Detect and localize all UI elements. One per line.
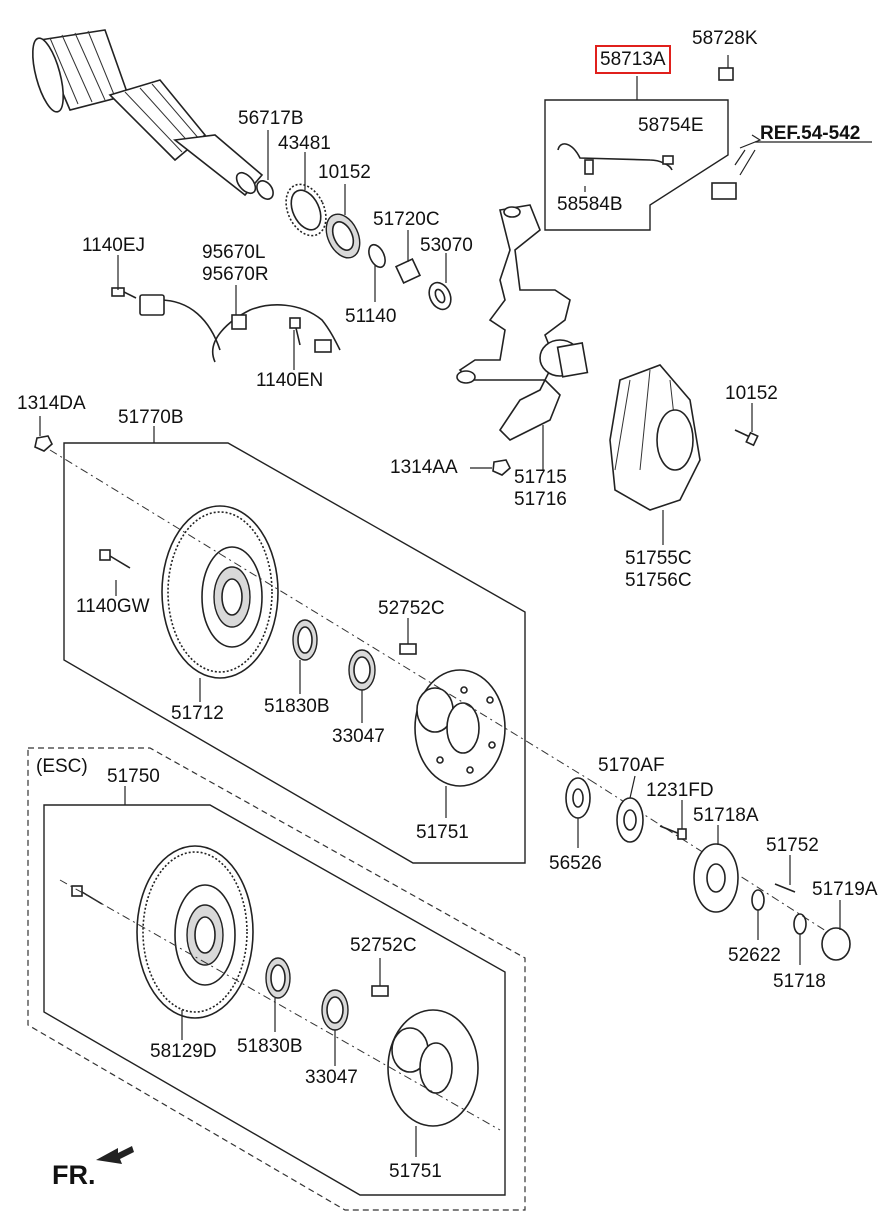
label-51756c[interactable]: 51756C bbox=[625, 570, 692, 591]
brake-disc-51712 bbox=[161, 505, 279, 679]
label-51712[interactable]: 51712 bbox=[171, 703, 224, 724]
label-43481[interactable]: 43481 bbox=[278, 133, 331, 154]
bolt-51752 bbox=[774, 883, 796, 893]
label-51755c[interactable]: 51755C bbox=[625, 548, 692, 569]
cap-51719a bbox=[821, 927, 851, 961]
label-51715[interactable]: 51715 bbox=[514, 467, 567, 488]
nut-1314aa bbox=[492, 459, 511, 476]
flange-5170af bbox=[616, 797, 644, 843]
label-51751-top[interactable]: 51751 bbox=[416, 822, 469, 843]
bolt-1140gw bbox=[99, 549, 131, 569]
ring-51718 bbox=[793, 913, 807, 935]
label-51770b[interactable]: 51770B bbox=[118, 407, 184, 428]
label-51751-bottom[interactable]: 51751 bbox=[389, 1161, 442, 1182]
label-52752c-top[interactable]: 52752C bbox=[378, 598, 445, 619]
ring-52622 bbox=[751, 889, 765, 911]
label-58129d[interactable]: 58129D bbox=[150, 1041, 217, 1062]
plate-56526 bbox=[565, 777, 591, 819]
label-95670l[interactable]: 95670L bbox=[202, 242, 266, 263]
bearing-esc bbox=[321, 989, 349, 1031]
bolt-1140ej bbox=[111, 287, 137, 299]
esc-box bbox=[27, 747, 526, 1211]
label-51716[interactable]: 51716 bbox=[514, 489, 567, 510]
label-56717b[interactable]: 56717B bbox=[238, 108, 304, 129]
label-51140[interactable]: 51140 bbox=[345, 306, 397, 327]
disc-assembly-box bbox=[63, 442, 526, 864]
brake-hose-box bbox=[544, 67, 762, 231]
ring-51140 bbox=[368, 243, 386, 269]
label-53070[interactable]: 53070 bbox=[420, 235, 473, 256]
nut-1314da bbox=[34, 435, 53, 452]
label-51718a[interactable]: 51718A bbox=[693, 805, 759, 826]
label-5170af[interactable]: 5170AF bbox=[598, 755, 665, 776]
snap-ring-56717b bbox=[256, 180, 274, 200]
label-51752[interactable]: 51752 bbox=[766, 835, 819, 856]
bolt-10152 bbox=[734, 429, 759, 447]
washer-53070 bbox=[428, 281, 452, 311]
tone-ring-43481 bbox=[285, 183, 327, 237]
label-1140gw[interactable]: 1140GW bbox=[76, 596, 150, 617]
label-58754e[interactable]: 58754E bbox=[638, 115, 704, 136]
wheel-speed-sensor-harness bbox=[139, 294, 341, 363]
hub-esc bbox=[387, 1009, 479, 1127]
label-1314da[interactable]: 1314DA bbox=[17, 393, 86, 414]
label-10152-right[interactable]: 10152 bbox=[725, 383, 778, 404]
bearing-33047 bbox=[348, 649, 376, 691]
label-1140en[interactable]: 1140EN bbox=[256, 370, 324, 391]
label-58728k[interactable]: 58728K bbox=[692, 28, 758, 49]
label-51719a[interactable]: 51719A bbox=[812, 879, 878, 900]
label-51830b-top[interactable]: 51830B bbox=[264, 696, 330, 717]
bushing-51720c bbox=[394, 257, 422, 285]
bolt-1140en bbox=[289, 317, 301, 346]
seal-esc bbox=[265, 957, 291, 999]
label-58584b[interactable]: 58584B bbox=[557, 194, 623, 215]
label-95670r[interactable]: 95670R bbox=[202, 264, 269, 285]
drive-shaft bbox=[31, 29, 264, 197]
steering-knuckle bbox=[456, 204, 589, 441]
stud-52752c bbox=[399, 643, 417, 655]
hub-51751 bbox=[414, 669, 506, 787]
seal-51830b bbox=[292, 619, 318, 661]
stud-esc bbox=[371, 985, 389, 997]
label-51830b-bottom[interactable]: 51830B bbox=[237, 1036, 303, 1057]
leader-lines bbox=[39, 130, 841, 1157]
label-1140ej[interactable]: 1140EJ bbox=[82, 235, 146, 256]
label-56526[interactable]: 56526 bbox=[549, 853, 602, 874]
bearing-10152 bbox=[325, 213, 361, 259]
label-33047-top[interactable]: 33047 bbox=[332, 726, 385, 747]
front-direction-label: FR. bbox=[52, 1160, 96, 1190]
label-52622[interactable]: 52622 bbox=[728, 945, 781, 966]
label-10152-top[interactable]: 10152 bbox=[318, 162, 371, 183]
label-51750[interactable]: 51750 bbox=[107, 766, 160, 787]
label-51718[interactable]: 51718 bbox=[773, 971, 826, 992]
dust-cover bbox=[609, 364, 701, 511]
label-58713a[interactable]: 58713A bbox=[595, 45, 671, 74]
brake-disc-58129d bbox=[136, 845, 254, 1019]
label-1231fd[interactable]: 1231FD bbox=[646, 780, 714, 801]
hub-51718a bbox=[693, 843, 739, 913]
label-33047-bottom[interactable]: 33047 bbox=[305, 1067, 358, 1088]
label-ref-54-542[interactable]: REF.54-542 bbox=[760, 123, 861, 144]
label-52752c-bottom[interactable]: 52752C bbox=[350, 935, 417, 956]
label-esc: (ESC) bbox=[36, 756, 88, 777]
label-51720c[interactable]: 51720C bbox=[373, 209, 440, 230]
front-arrow-icon bbox=[96, 1146, 134, 1164]
label-1314aa[interactable]: 1314AA bbox=[390, 457, 458, 478]
